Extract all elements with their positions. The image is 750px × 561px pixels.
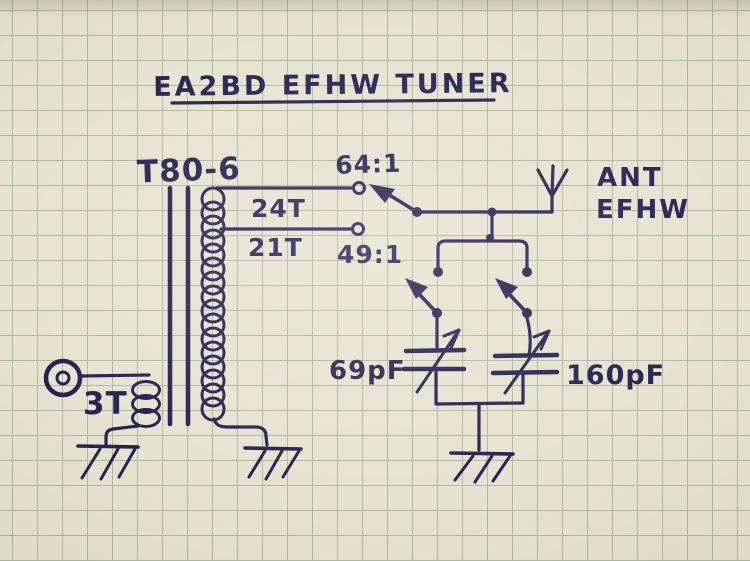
switch-arm [389, 194, 419, 214]
capacitor-right-label: 160pF [566, 360, 665, 391]
antenna-label-line1: ANT [597, 163, 663, 193]
ground-capacitors [449, 451, 515, 484]
cap-plate-bottom [490, 369, 560, 376]
switch-arm [508, 293, 529, 315]
cap-top-lead [525, 316, 532, 357]
variable-capacitor-icon [503, 329, 551, 395]
coax-to-coil-wire [79, 373, 151, 378]
coil-loop [200, 186, 226, 212]
coil-loop [131, 408, 161, 428]
page-title: EA2BD EFHW TUNER [153, 68, 513, 103]
coil-loop [200, 382, 226, 408]
variable-capacitor-left: 69pF [329, 316, 467, 405]
title-block: EA2BD EFHW TUNER [153, 68, 513, 105]
coil-loop [200, 228, 226, 254]
coil-loop [200, 200, 226, 226]
primary-ground-lead [104, 424, 140, 447]
cap-plate-top [403, 347, 467, 354]
coil-loop [200, 368, 226, 394]
coil-loop [131, 394, 161, 414]
capacitor-bus [433, 207, 532, 277]
primary-coil [131, 380, 161, 428]
ratio-lower-label: 49:1 [337, 240, 403, 269]
coil-loop [200, 270, 226, 296]
secondary-ground-lead [212, 417, 269, 447]
switch-arm [418, 293, 439, 315]
coil-loop [200, 326, 226, 352]
cap-switch-terminal-right [522, 267, 532, 277]
coax-connector-icon [43, 358, 83, 398]
ground-icon [449, 451, 515, 456]
transformer: T80-6 24T 21T [83, 151, 353, 447]
ground-hatches [247, 449, 301, 481]
ratio-upper-label: 64:1 [335, 149, 402, 180]
coil-loop [131, 380, 161, 400]
coil-loop [200, 340, 226, 366]
tap-label-upper: 24T [251, 194, 306, 223]
switch-arrowhead-icon [495, 278, 518, 299]
tap-label-lower: 21T [248, 233, 303, 262]
antenna-label-line2: EFHW [596, 195, 690, 225]
ground-primary [76, 444, 140, 481]
coax-connector [43, 358, 151, 398]
coil-loop [200, 242, 226, 268]
switch-arrowhead-icon [405, 278, 428, 299]
antenna: ANT EFHW [536, 163, 690, 225]
coil-loop [200, 214, 226, 240]
ground-icon [243, 446, 303, 451]
secondary-coil [200, 186, 226, 422]
capacitor-left-label: 69pF [329, 356, 406, 386]
switch-arrowhead-icon [369, 184, 395, 203]
ground-secondary [243, 446, 303, 481]
terminal-49 [351, 222, 365, 236]
antenna-icon [536, 164, 569, 198]
cap-switch-left [405, 278, 442, 318]
terminal-64 [352, 181, 366, 195]
variable-capacitor-icon [415, 328, 461, 394]
coil-loop [200, 284, 226, 310]
coil-loop [200, 354, 226, 380]
ground-icon [76, 444, 140, 449]
coil-loop [200, 396, 226, 422]
cap-switch-right [495, 278, 532, 318]
title-underline [170, 98, 496, 105]
coax-center-pin [55, 370, 71, 386]
coil-loop [200, 312, 226, 338]
coil-loop [200, 256, 226, 282]
bracket-bus-wire [436, 239, 529, 271]
ground-hatches [80, 447, 137, 481]
transformer-core-label: T80-6 [136, 151, 241, 191]
primary-turns-label: 3T [83, 386, 128, 422]
ratio-selector-switch: 64:1 49:1 [335, 149, 422, 269]
cap-switch-terminal-left [433, 267, 443, 277]
ground-hatches [453, 454, 512, 484]
coil-loop [200, 298, 226, 324]
cap-plate-top [492, 352, 560, 359]
variable-capacitor-right: 160pF [490, 316, 665, 405]
